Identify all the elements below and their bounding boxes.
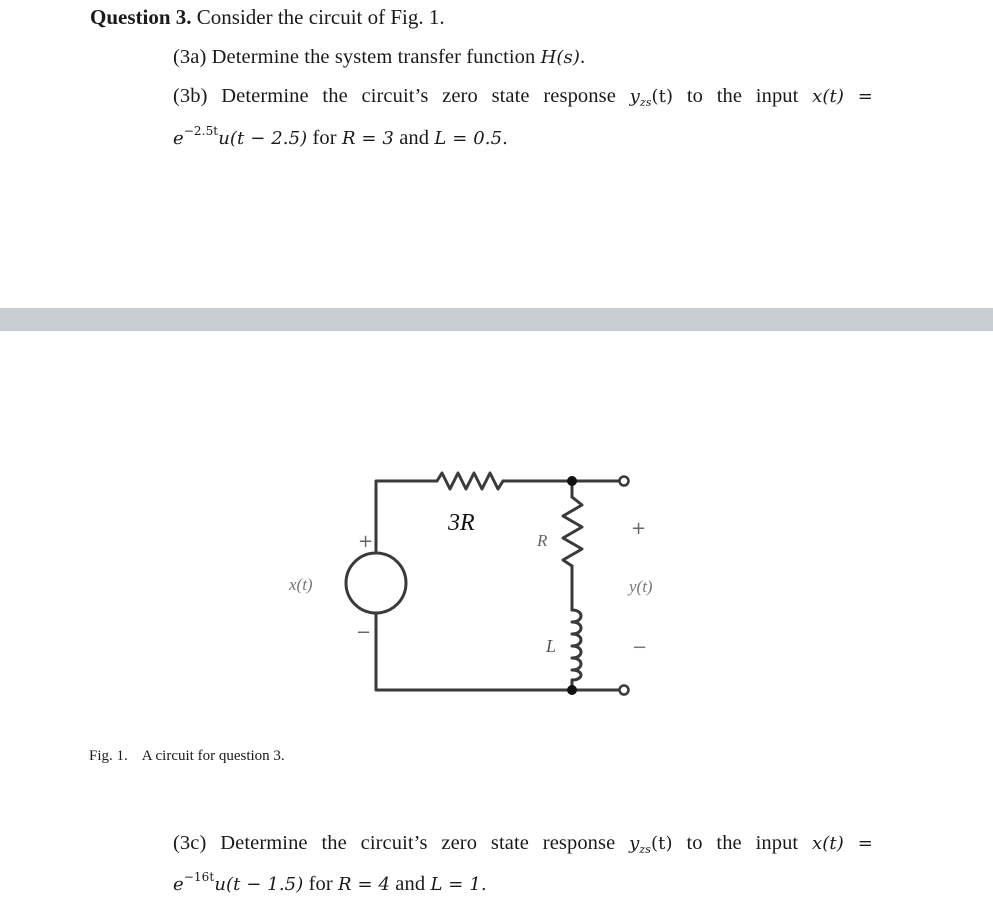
question-number: Question 3.: [90, 5, 192, 29]
part-3b-label: (3b): [173, 85, 208, 107]
output-terminal-bottom-icon: [618, 684, 630, 696]
part-3c-label: (3c): [173, 832, 207, 854]
series-resistor-label: 3R: [447, 510, 475, 536]
resistor-r-icon: [561, 495, 584, 568]
part-3a-label: (3a): [173, 46, 207, 68]
voltage-source-icon: [344, 551, 408, 615]
r-value: R = 4: [338, 874, 391, 895]
input-signal-symbol: x(t): [812, 86, 845, 107]
r-value: R = 3: [341, 128, 394, 149]
page-divider-band: [0, 308, 993, 331]
output-label: y(t): [627, 577, 653, 596]
question-intro: Consider the circuit of Fig. 1.: [196, 5, 445, 29]
figure-caption: Fig. 1. A circuit for question 3.: [89, 748, 285, 765]
output-minus-label: −: [632, 637, 647, 658]
input-expression: e−16tu(t − 1.5): [173, 870, 304, 895]
source-minus-label: −: [356, 622, 371, 643]
resistor-3r-icon: [435, 471, 505, 491]
part-3a: (3a) Determine the system transfer funct…: [173, 46, 586, 68]
part-3a-text: Determine the system transfer function: [211, 46, 536, 68]
source-label: x(t): [288, 575, 313, 594]
part-3b-line-2: e−2.5tu(t − 2.5) for R = 3 and L = 0.5.: [173, 124, 508, 149]
wire-left-top: [374, 479, 439, 555]
part-3c-line-2: e−16tu(t − 1.5) for R = 4 and L = 1.: [173, 870, 487, 895]
inductor-l-icon: [570, 608, 583, 682]
transfer-function-symbol: H(s): [540, 47, 580, 68]
part-3b-line-1: (3b) Determine the circuit’s zero state …: [173, 85, 873, 109]
figure-caption-label: Fig. 1.: [89, 748, 128, 764]
zero-state-response-symbol: yzs(t): [629, 86, 674, 109]
inductor-label: L: [545, 636, 556, 656]
l-value: L = 0.5.: [434, 128, 508, 149]
output-terminal-top-icon: [618, 475, 630, 487]
zero-state-response-symbol: yzs(t): [629, 833, 673, 856]
l-value: L = 1.: [430, 874, 487, 895]
equals-sign: =: [857, 833, 873, 854]
output-plus-label: +: [631, 518, 646, 539]
source-plus-label: +: [358, 531, 373, 552]
junction-dot-top: [567, 476, 577, 486]
wire-bottom: [374, 611, 622, 692]
input-signal-symbol: x(t): [812, 833, 844, 854]
figure-caption-text: A circuit for question 3.: [141, 748, 285, 764]
junction-dot-bottom: [567, 685, 577, 695]
part-3c-line-1: (3c) Determine the circuit’s zero state …: [173, 832, 873, 856]
input-expression: e−2.5tu(t − 2.5): [173, 124, 308, 149]
equals-sign: =: [857, 86, 873, 107]
shunt-resistor-label: R: [536, 531, 548, 550]
question-heading: Question 3. Consider the circuit of Fig.…: [90, 5, 445, 30]
